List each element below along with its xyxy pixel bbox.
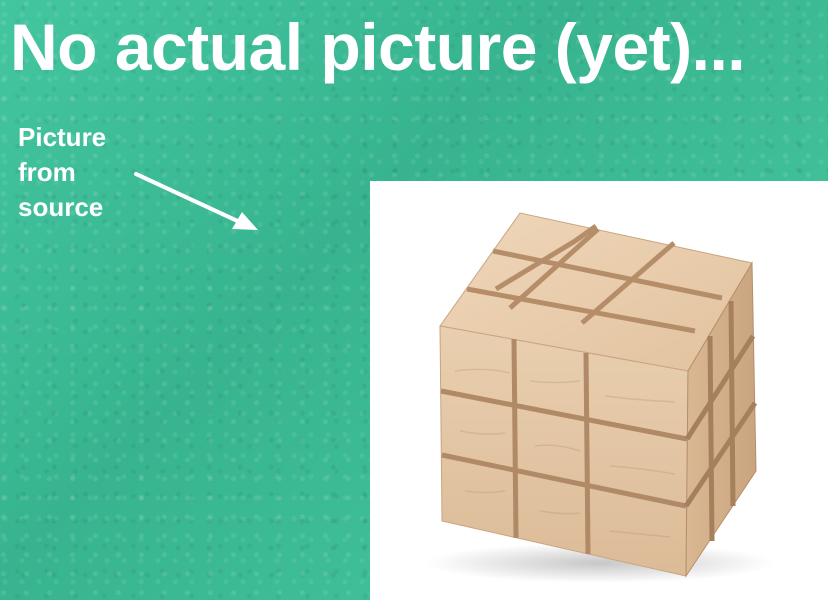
- caption-line-3: source: [18, 192, 104, 222]
- source-photo: [370, 181, 828, 600]
- caption-line-2: from: [18, 157, 76, 187]
- arrow-icon: [134, 172, 258, 230]
- caption-line-1: Picture: [18, 122, 107, 152]
- wooden-cube-puzzle-icon: [425, 212, 775, 583]
- slide-title: No actual picture (yet)...: [10, 10, 746, 84]
- picture-caption: Picture from source: [18, 120, 148, 225]
